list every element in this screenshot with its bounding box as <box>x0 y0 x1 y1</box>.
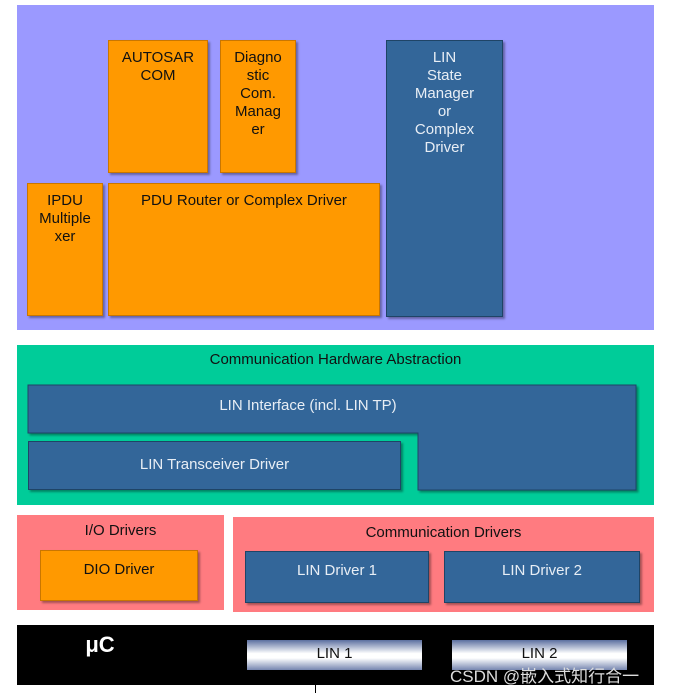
communication-drivers-title: Communication Drivers <box>365 524 522 541</box>
lin-interface-block <box>27 384 637 491</box>
ipdu-multiplexer-module: IPDU Multiple xer <box>27 183 103 316</box>
dio-driver-module: DIO Driver <box>40 550 198 601</box>
lin-2-channel: LIN 2 <box>452 640 627 670</box>
diagnostic-com-manager-module: Diagno stic Com. Manag er <box>220 40 296 173</box>
lin-driver-1-module: LIN Driver 1 <box>245 551 429 603</box>
bus-line <box>315 685 316 693</box>
lin-1-channel: LIN 1 <box>247 640 422 670</box>
lin-driver-2-module: LIN Driver 2 <box>444 551 640 603</box>
lin-interface-label: LIN Interface (incl. LIN TP) <box>219 397 397 414</box>
lin-state-manager-module: LIN State Manager or Complex Driver <box>386 40 503 317</box>
io-drivers-title: I/O Drivers <box>84 522 157 539</box>
microcontroller-label: μC <box>85 632 115 657</box>
lin-transceiver-driver-module: LIN Transceiver Driver <box>28 441 401 490</box>
watermark: CSDN @嵌入式知行合一 <box>450 667 640 686</box>
autosar-com-module: AUTOSAR COM <box>108 40 208 173</box>
pdu-router-module: PDU Router or Complex Driver <box>108 183 380 316</box>
cha-title: Communication Hardware Abstraction <box>209 351 462 368</box>
